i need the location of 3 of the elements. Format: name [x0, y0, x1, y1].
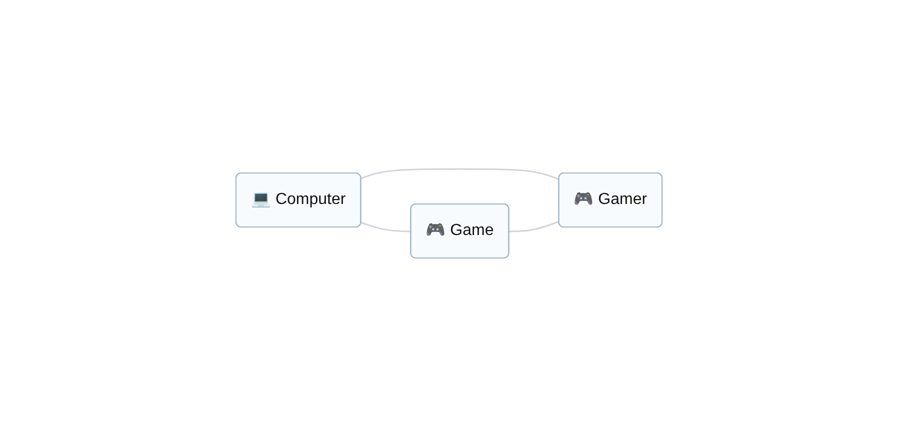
connector: [509, 220, 560, 232]
connector: [360, 168, 560, 180]
connector: [360, 221, 412, 232]
